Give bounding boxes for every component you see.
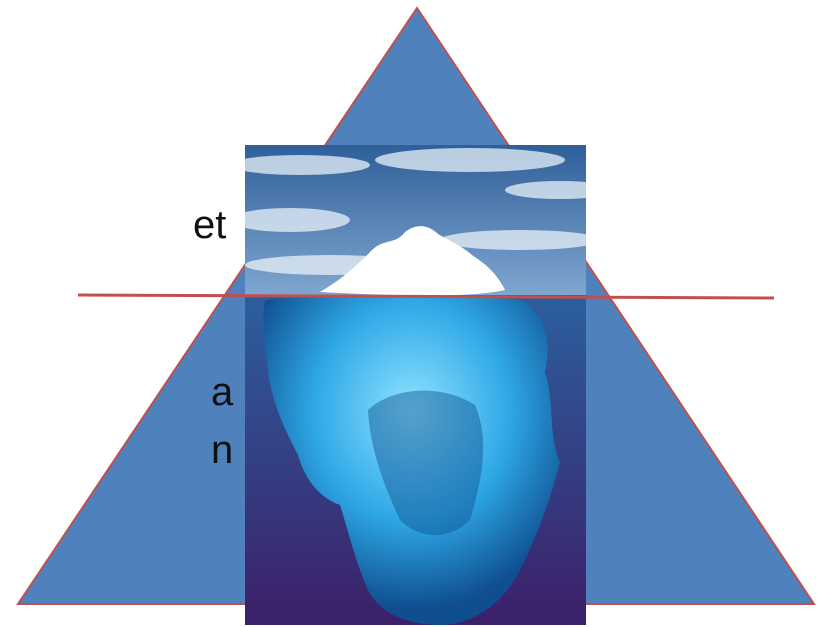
- text-fragment-a: a: [211, 372, 233, 412]
- text-fragment-et: et: [193, 205, 226, 245]
- iceberg-photo: [230, 145, 615, 627]
- text-fragment-n: n: [211, 430, 233, 470]
- waterline: [78, 295, 774, 298]
